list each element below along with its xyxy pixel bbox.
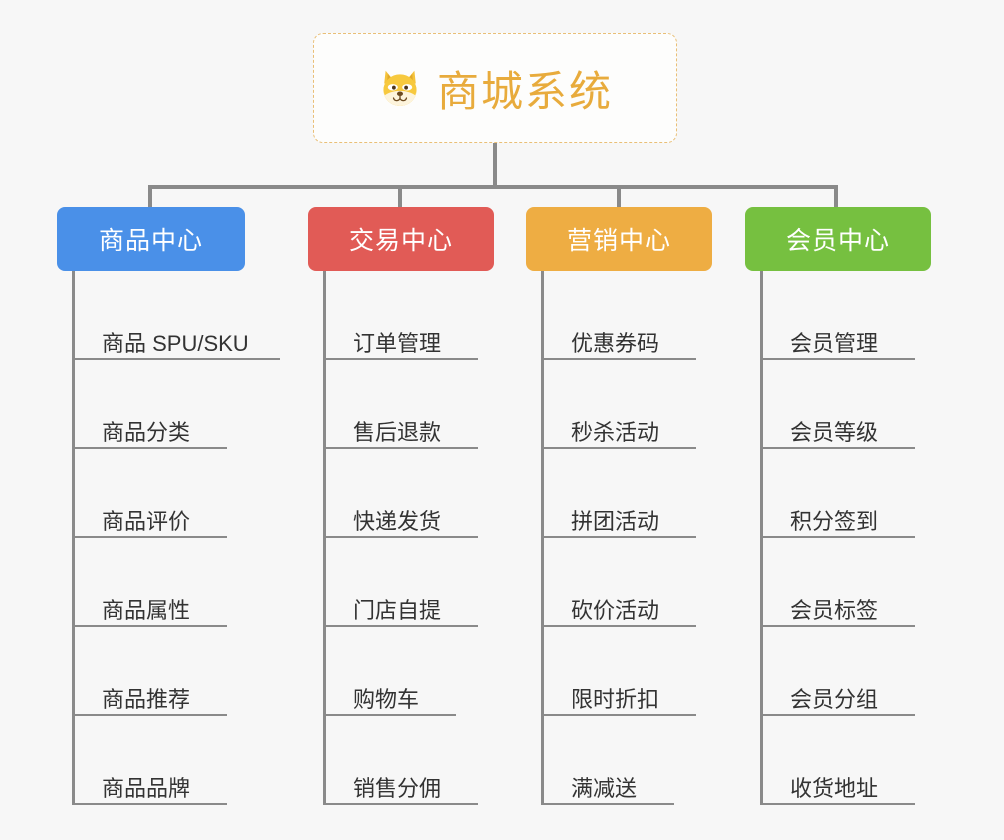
leaf-rule (541, 358, 696, 360)
leaf-rule (72, 358, 280, 360)
leaf-rule (72, 536, 227, 538)
leaf-label: 门店自提 (353, 597, 442, 623)
leaf-label: 商品推荐 (102, 686, 191, 712)
category-node-3[interactable]: 会员中心 (745, 207, 931, 271)
leaf-label: 快递发货 (353, 508, 442, 534)
leaf-item[interactable]: 会员标签 (760, 538, 945, 627)
leaf-rule (323, 803, 478, 805)
connector-horizontal-bus (148, 185, 838, 189)
leaf-label: 订单管理 (353, 330, 442, 356)
leaf-label: 会员标签 (790, 597, 879, 623)
leaf-rule (541, 714, 696, 716)
leaf-item[interactable]: 销售分佣 (323, 716, 508, 805)
leaf-column-1: 订单管理 售后退款 快递发货 门店自提 购物车 销售分佣 (323, 271, 508, 805)
leaf-column-3: 会员管理 会员等级 积分签到 会员标签 会员分组 收货地址 (760, 271, 945, 805)
leaf-item[interactable]: 订单管理 (323, 271, 508, 360)
connector-drop-4 (834, 185, 838, 207)
connector-drop-2 (398, 185, 402, 207)
leaf-rule (760, 358, 915, 360)
category-node-1[interactable]: 交易中心 (308, 207, 494, 271)
leaf-label: 商品 SPU/SKU (102, 330, 249, 356)
leaf-rule (323, 714, 456, 716)
leaf-rule (72, 803, 227, 805)
leaf-label: 商品品牌 (102, 775, 191, 801)
leaf-rule (541, 447, 696, 449)
leaf-item[interactable]: 购物车 (323, 627, 508, 716)
leaf-rule (323, 625, 478, 627)
category-label-3: 会员中心 (785, 227, 890, 255)
leaf-rule (760, 447, 915, 449)
leaf-item[interactable]: 秒杀活动 (541, 360, 726, 449)
leaf-label: 拼团活动 (571, 508, 660, 534)
leaf-item[interactable]: 满减送 (541, 716, 726, 805)
leaf-label: 销售分佣 (353, 775, 442, 801)
category-node-0[interactable]: 商品中心 (57, 207, 245, 271)
leaf-rule (760, 536, 915, 538)
leaf-item[interactable]: 收货地址 (760, 716, 945, 805)
leaf-label: 会员等级 (790, 419, 879, 445)
leaf-label: 购物车 (353, 686, 420, 712)
leaf-rule (323, 536, 478, 538)
leaf-item[interactable]: 商品分类 (72, 360, 287, 449)
leaf-item[interactable]: 限时折扣 (541, 627, 726, 716)
leaf-rule (323, 358, 478, 360)
leaf-item[interactable]: 会员管理 (760, 271, 945, 360)
leaf-item[interactable]: 会员等级 (760, 360, 945, 449)
leaf-rule (760, 625, 915, 627)
leaf-label: 积分签到 (790, 508, 879, 534)
leaf-item[interactable]: 商品评价 (72, 449, 287, 538)
shiba-dog-face-icon (377, 65, 423, 111)
leaf-item[interactable]: 商品属性 (72, 538, 287, 627)
leaf-rule (323, 447, 478, 449)
leaf-rule (72, 714, 227, 716)
leaf-label: 商品评价 (102, 508, 191, 534)
leaf-rule (541, 625, 696, 627)
leaf-item[interactable]: 商品推荐 (72, 627, 287, 716)
leaf-label: 限时折扣 (571, 686, 660, 712)
leaf-item[interactable]: 积分签到 (760, 449, 945, 538)
leaf-label: 秒杀活动 (571, 419, 660, 445)
leaf-rule (72, 447, 227, 449)
leaf-item[interactable]: 砍价活动 (541, 538, 726, 627)
leaf-item[interactable]: 售后退款 (323, 360, 508, 449)
root-node-shop-system[interactable]: 商城系统 (313, 33, 677, 143)
leaf-rule (72, 625, 227, 627)
root-node-label: 商城系统 (436, 67, 613, 115)
leaf-column-0: 商品 SPU/SKU 商品分类 商品评价 商品属性 商品推荐 商品品牌 (72, 271, 287, 805)
leaf-label: 砍价活动 (571, 597, 660, 623)
leaf-item[interactable]: 商品 SPU/SKU (72, 271, 287, 360)
leaf-label: 优惠券码 (571, 330, 660, 356)
leaf-rule (541, 803, 674, 805)
leaf-rule (760, 803, 915, 805)
leaf-item[interactable]: 拼团活动 (541, 449, 726, 538)
category-label-0: 商品中心 (98, 227, 203, 255)
leaf-label: 满减送 (571, 775, 638, 801)
category-label-2: 营销中心 (566, 227, 671, 255)
leaf-item[interactable]: 门店自提 (323, 538, 508, 627)
leaf-label: 收货地址 (790, 775, 879, 801)
leaf-item[interactable]: 会员分组 (760, 627, 945, 716)
leaf-label: 商品分类 (102, 419, 191, 445)
category-node-2[interactable]: 营销中心 (526, 207, 712, 271)
connector-root-stem (493, 143, 497, 188)
leaf-column-2: 优惠券码 秒杀活动 拼团活动 砍价活动 限时折扣 满减送 (541, 271, 726, 805)
leaf-rule (541, 536, 696, 538)
leaf-label: 售后退款 (353, 419, 442, 445)
leaf-item[interactable]: 快递发货 (323, 449, 508, 538)
connector-drop-3 (617, 185, 621, 207)
leaf-item[interactable]: 商品品牌 (72, 716, 287, 805)
leaf-rule (760, 714, 915, 716)
category-label-1: 交易中心 (348, 227, 453, 255)
connector-drop-1 (148, 185, 152, 207)
leaf-label: 会员分组 (790, 686, 879, 712)
leaf-label: 商品属性 (102, 597, 191, 623)
leaf-label: 会员管理 (790, 330, 879, 356)
leaf-item[interactable]: 优惠券码 (541, 271, 726, 360)
